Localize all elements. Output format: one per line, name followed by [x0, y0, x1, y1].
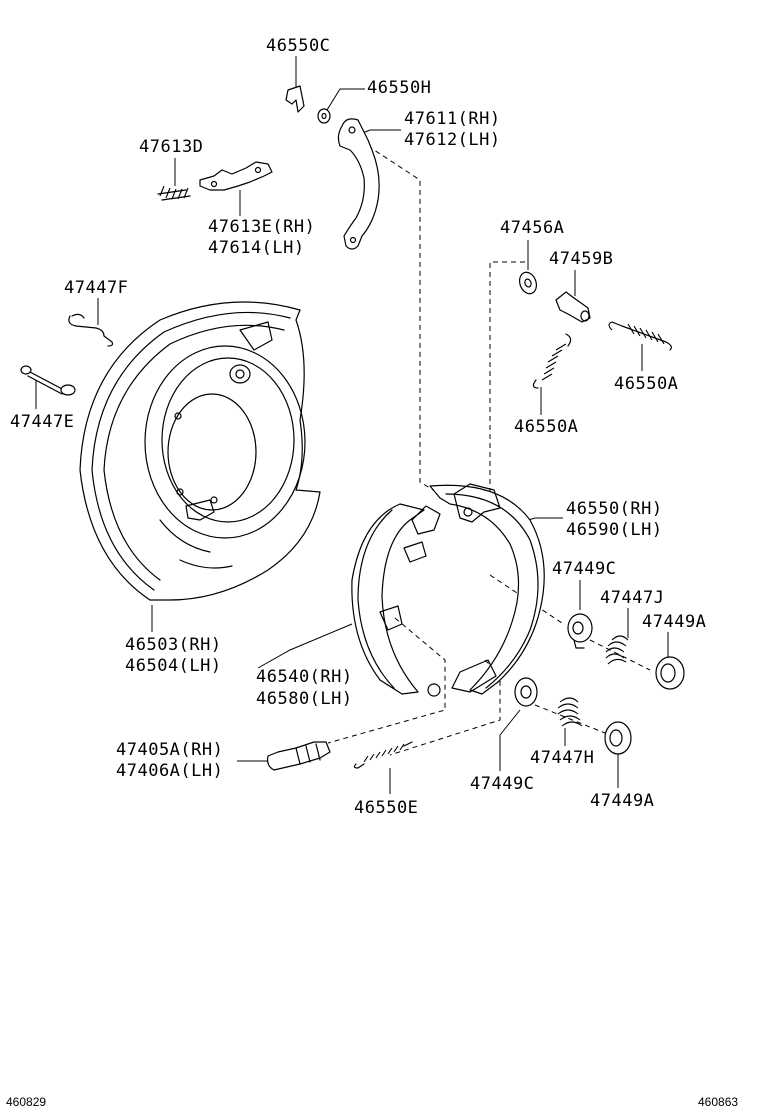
label-46550C: 46550C: [266, 36, 330, 56]
label-47447E: 47447E: [10, 412, 74, 432]
hold-down-wire-47447F: [68, 313, 114, 347]
label-47406A-lh: 47406A(LH): [116, 761, 223, 781]
cup-47449A-top: [655, 656, 685, 690]
label-47447J: 47447J: [600, 588, 664, 608]
label-46590-lh: 46590(LH): [566, 520, 663, 540]
label-46550-rh: 46550(RH): [566, 499, 663, 519]
adjuster-47405A: [267, 741, 331, 771]
label-46503-rh: 46503(RH): [125, 635, 222, 655]
label-47447H: 47447H: [530, 748, 594, 768]
spring-47447H: [557, 697, 583, 727]
clip-46550C: [285, 85, 305, 113]
label-47405A-rh: 47405A(RH): [116, 740, 223, 760]
label-46550A-center: 46550A: [514, 417, 578, 437]
label-46550A-right: 46550A: [614, 374, 678, 394]
parking-lever-47611: [337, 118, 380, 250]
washer-46550H: [317, 108, 331, 124]
label-47449C-bottom: 47449C: [470, 774, 534, 794]
pin-47459B: [555, 291, 591, 323]
label-47611-rh: 47611(RH): [404, 109, 501, 129]
label-46504-lh: 46504(LH): [125, 656, 222, 676]
hold-down-pin-47447E: [20, 365, 76, 396]
washer-47456A: [518, 271, 538, 295]
footer-code-left: 460829: [6, 1095, 46, 1109]
label-47447F: 47447F: [64, 278, 128, 298]
spring-47447J: [605, 635, 629, 665]
backing-plate-46503: [79, 301, 321, 601]
cup-47449C-bottom: [514, 677, 538, 707]
spring-46550A-center: [532, 333, 572, 389]
label-47456A: 47456A: [500, 218, 564, 238]
spring-46550E: [353, 741, 413, 769]
label-47449A-bottom: 47449A: [590, 791, 654, 811]
cup-47449A-bottom: [604, 721, 632, 755]
label-47613D: 47613D: [139, 137, 203, 157]
label-46580-lh: 46580(LH): [256, 689, 353, 709]
label-47449C-top: 47449C: [552, 559, 616, 579]
footer-code-right: 460863: [698, 1095, 738, 1109]
label-47614-lh: 47614(LH): [208, 238, 305, 258]
leader-lines: [35, 56, 669, 794]
brake-shoe-46540: [351, 483, 545, 697]
label-47612-lh: 47612(LH): [404, 130, 501, 150]
label-47459B: 47459B: [549, 249, 613, 269]
label-46550E: 46550E: [354, 798, 418, 818]
spring-47613D: [157, 185, 191, 201]
spring-46550A-right: [608, 321, 672, 351]
label-47613E-rh: 47613E(RH): [208, 217, 315, 237]
label-46550H: 46550H: [367, 78, 431, 98]
strut-47613E: [199, 161, 273, 191]
label-46540-rh: 46540(RH): [256, 667, 353, 687]
cup-47449C-top: [567, 613, 593, 649]
label-47449A-top: 47449A: [642, 612, 706, 632]
